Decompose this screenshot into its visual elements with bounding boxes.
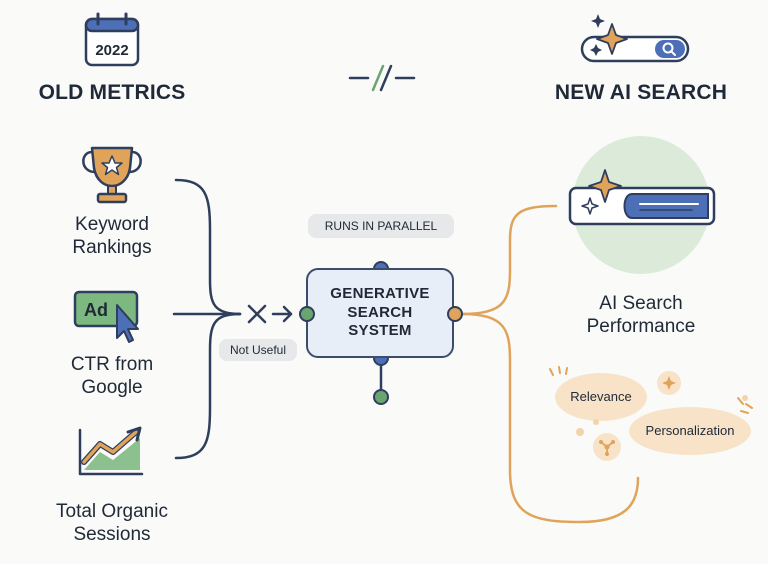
system-line3: SYSTEM: [348, 322, 412, 340]
ctr-from-google-label: CTR from Google: [30, 354, 194, 400]
system-line2: SEARCH: [347, 303, 413, 321]
relevance-label: Relevance: [570, 389, 632, 404]
system-line1: GENERATIVE: [330, 284, 430, 302]
performance-line2: Performance: [586, 315, 696, 337]
left-port-dot: [299, 306, 315, 322]
new-ai-search-heading: NEW AI SEARCH: [554, 81, 728, 104]
personalization-bubble: [629, 407, 751, 455]
performance-line1: AI Search: [599, 293, 683, 314]
runs-in-parallel-pill: RUNS IN PARALLEL: [308, 214, 454, 238]
ai-search-bar-icon: [580, 14, 690, 63]
ctr-line1: CTR from: [70, 354, 154, 375]
not-useful-pill: Not Useful: [219, 339, 297, 361]
growth-chart-icon: [78, 426, 144, 476]
sessions-line1: Total Organic: [56, 501, 168, 522]
accent-dots: [576, 395, 748, 436]
accent-dashes: [549, 366, 753, 414]
relevance-bubble: [555, 373, 647, 421]
stem-end-dot: [373, 389, 389, 405]
right-port-dot: [447, 306, 463, 322]
keyword-rankings-line1: Keyword: [75, 214, 149, 235]
keyword-rankings-label: Keyword Rankings: [30, 214, 194, 260]
ai-search-performance-icon: [568, 136, 716, 274]
trophy-icon: [82, 146, 142, 204]
generative-search-system-box: GENERATIVE SEARCH SYSTEM: [306, 268, 454, 358]
calendar-year: 2022: [95, 42, 128, 59]
sparkle-badge-icon: [657, 371, 681, 395]
keyword-rankings-line2: Rankings: [72, 236, 152, 258]
ctr-line2: Google: [81, 376, 143, 398]
sessions-line2: Sessions: [73, 523, 151, 545]
calendar-icon: 2022: [84, 12, 140, 67]
cross-icon: [247, 304, 267, 324]
ad-cursor-icon: Ad: [73, 290, 139, 343]
network-badge-icon: [593, 433, 621, 461]
total-organic-sessions-label: Total Organic Sessions: [14, 501, 210, 547]
ai-search-connector: [460, 204, 640, 524]
old-metrics-connector: [172, 178, 242, 460]
personalization-label: Personalization: [645, 423, 735, 438]
not-equal-icon: [348, 64, 416, 92]
old-metrics-heading: OLD METRICS: [38, 81, 186, 104]
ad-badge-text: Ad: [84, 300, 108, 320]
arrow-right-icon: [271, 305, 293, 323]
ai-search-performance-label: AI Search Performance: [556, 293, 726, 339]
